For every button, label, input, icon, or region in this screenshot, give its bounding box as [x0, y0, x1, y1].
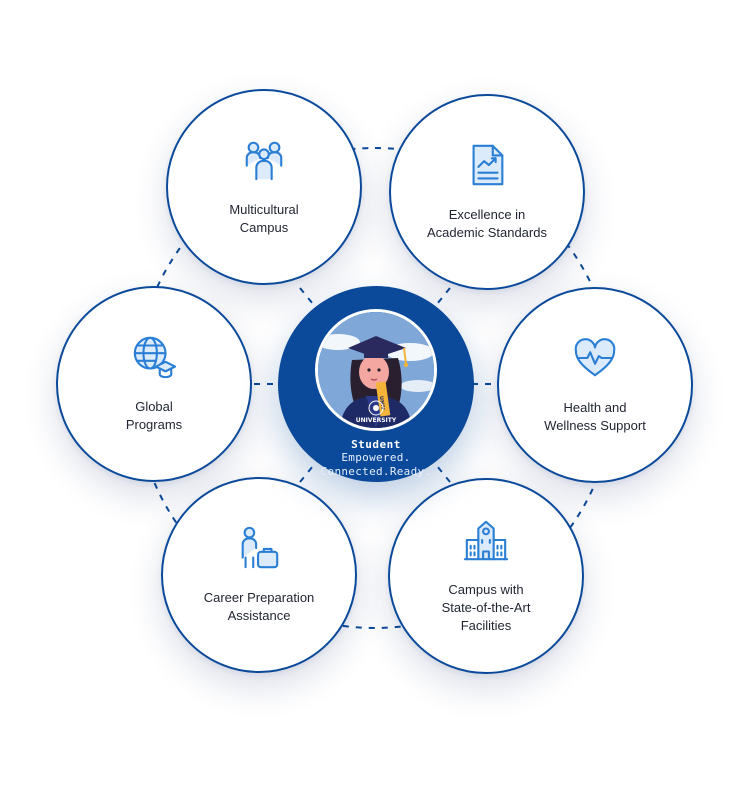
heart-pulse-icon — [572, 335, 618, 381]
node-multicultural-campus: Multicultural Campus — [166, 89, 362, 285]
node-label-line: State-of-the-Art — [441, 600, 531, 615]
node-label-line: Wellness Support — [544, 418, 646, 433]
person-briefcase-icon — [236, 525, 282, 571]
node-academic-standards: Excellence in Academic Standards — [389, 94, 585, 290]
node-label-line: Multicultural — [229, 202, 299, 217]
center-tagline-line1: Empowered. — [341, 451, 411, 464]
graduate-student-avatar: UNIV UNIVERSITY — [315, 309, 437, 431]
center-student-node: UNIV UNIVERSITY Student Empowered. Conne… — [278, 286, 474, 482]
node-label: Multicultural Campus — [229, 201, 298, 237]
people-group-icon — [241, 137, 287, 183]
campus-building-icon — [463, 517, 509, 563]
node-label: Health and Wellness Support — [544, 399, 646, 435]
node-label-line: Campus with — [448, 582, 524, 597]
node-career-preparation: Career Preparation Assistance — [161, 477, 357, 673]
node-health-wellness: Health and Wellness Support — [497, 287, 693, 483]
globe-graduation-cap-icon — [131, 334, 177, 380]
node-label: Excellence in Academic Standards — [427, 206, 547, 242]
document-chart-icon — [464, 142, 510, 188]
node-label-line: Facilities — [460, 618, 512, 633]
node-label-line: Campus — [239, 220, 289, 235]
node-label: Global Programs — [126, 398, 182, 434]
node-label-line: Career Preparation — [203, 590, 315, 605]
node-label-line: Academic Standards — [427, 225, 547, 240]
center-title: Student — [351, 438, 401, 451]
node-label-line: Assistance — [227, 608, 291, 623]
node-campus-facilities: Campus with State-of-the-Art Facilities — [388, 478, 584, 674]
outer-dashed-ring — [133, 147, 616, 629]
node-label: Campus with State-of-the-Art Facilities — [442, 581, 531, 635]
university-badge-text: UNIVERSITY — [356, 417, 397, 424]
node-label-line: Health and — [563, 400, 627, 415]
node-global-programs: Global Programs — [56, 286, 252, 482]
center-tagline-line2: Connected.Ready. — [320, 465, 432, 478]
node-label-line: Programs — [125, 417, 183, 432]
node-label-line: Excellence in — [448, 207, 526, 222]
node-label-line: Global — [135, 399, 173, 414]
node-label: Career Preparation Assistance — [204, 589, 315, 625]
